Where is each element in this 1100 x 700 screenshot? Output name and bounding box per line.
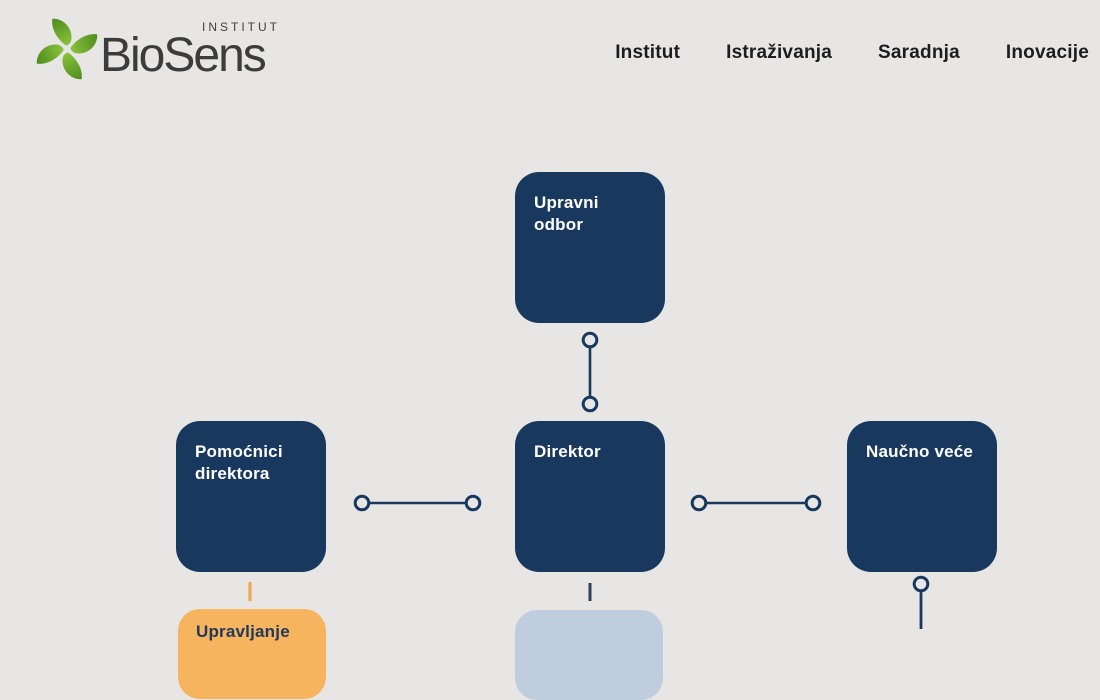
org-node-upravni-odbor: Upravni odbor [515,172,665,323]
org-node-blue-partial [515,610,663,700]
brand-institute-label: INSTITUT [202,20,280,34]
connector-upravni-direktor [581,331,599,413]
leaf-pinwheel-icon [36,18,98,80]
org-node-direktor: Direktor [515,421,665,572]
brand-wordmark: BioSens [100,29,267,82]
org-node-naucno-vece: Naučno veće [847,421,997,572]
org-node-pomocnici-direktora: Pomoćnici direktora [176,421,326,572]
nav-item-institut[interactable]: Institut [615,42,681,63]
connector-pomocnici-direktor [353,494,482,512]
org-chart: Upravni odbor Pomoćnici direktora Direkt… [176,172,997,700]
org-node-label: Upravni odbor [534,193,599,235]
org-node-orange-partial: Upravljanje [178,609,326,699]
org-node-label: Direktor [534,442,601,461]
biosens-logo[interactable]: BioSens INSTITUT [36,12,277,84]
org-node-label: Pomoćnici direktora [195,442,283,484]
org-node-label: Upravljanje [196,622,290,641]
nav-item-istrazivanja[interactable]: Istraživanja [726,42,833,63]
site-header: BioSens INSTITUT Institut Istraživanja S… [0,0,1100,110]
org-node-label: Naučno veće [866,442,974,461]
nav-item-saradnja[interactable]: Saradnja [878,42,960,63]
nav-item-inovacije[interactable]: Inovacije [1005,42,1089,63]
main-nav: Institut Istraživanja Saradnja Inovacije [615,42,1089,64]
connector-naucno-down [912,575,930,629]
connector-direktor-naucno [690,494,822,512]
